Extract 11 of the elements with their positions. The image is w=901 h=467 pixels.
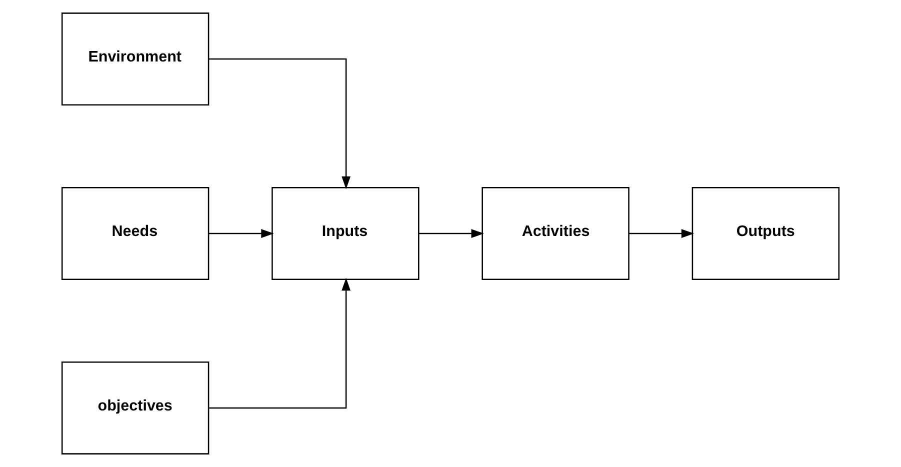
- arrow: [209, 278, 351, 409]
- node-box: objectives: [61, 361, 210, 454]
- arrow: [629, 229, 694, 238]
- node-box: Environment: [61, 12, 210, 106]
- arrow: [418, 229, 484, 238]
- arrow: [208, 229, 274, 238]
- node-box: Activities: [482, 187, 630, 280]
- node-box: Inputs: [272, 187, 420, 280]
- node-box: Needs: [61, 187, 210, 280]
- node-box: Outputs: [692, 187, 840, 280]
- arrow: [209, 58, 351, 190]
